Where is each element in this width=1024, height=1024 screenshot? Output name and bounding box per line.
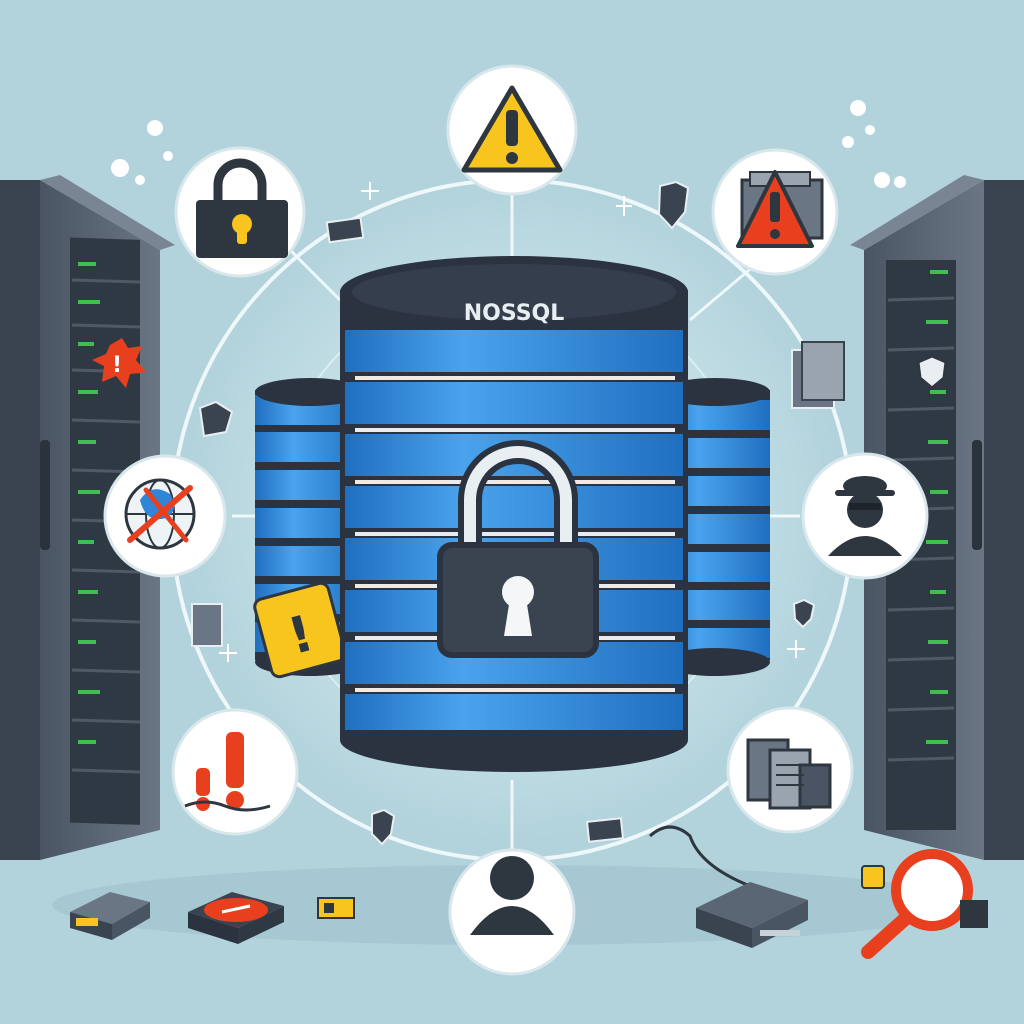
- small-chip-icon: [325, 216, 365, 244]
- padlock-icon: [196, 158, 288, 258]
- central-padlock-icon: [437, 440, 599, 658]
- small-pages-icon: [791, 341, 845, 409]
- warning-tag-icon: !: [253, 581, 347, 679]
- alert-folder-icon: [736, 170, 824, 248]
- hacker-icon: [828, 476, 902, 556]
- floor-hard-drive-icon: [70, 892, 150, 940]
- small-card-icon: [585, 817, 625, 843]
- floating-decorations: [111, 100, 906, 188]
- documents-icon: [746, 738, 832, 810]
- small-shield-icon-2: [371, 808, 396, 846]
- rack-alert-burst-icon: [92, 338, 146, 388]
- small-shield-icon: [657, 180, 690, 230]
- node-padlock: [174, 146, 306, 278]
- broken-globe-icon: [124, 478, 196, 550]
- node-exclamation: [171, 708, 299, 836]
- user-icon: [470, 856, 554, 935]
- node-alert-folder: [711, 148, 839, 276]
- svg-text:!: !: [112, 353, 122, 378]
- node-user: [448, 848, 576, 976]
- floor-router-icon: [648, 825, 808, 948]
- node-broken-globe: [103, 454, 227, 578]
- small-shield-icon-3: [792, 598, 816, 629]
- cylinder-label: NOSSQL: [464, 301, 565, 326]
- floor-red-button-icon: [188, 892, 284, 944]
- exclamation-alert-icon: [184, 732, 271, 812]
- floor-usb-icon: [317, 897, 355, 919]
- floor-coin-icon: [861, 865, 885, 889]
- magnifying-glass-icon: [861, 849, 988, 959]
- small-tag-icon: [198, 400, 234, 438]
- node-documents: [726, 706, 854, 834]
- sparkle-decorations: [219, 182, 805, 662]
- right-server-rack: [850, 175, 1024, 860]
- left-server-rack: !: [0, 175, 175, 860]
- node-warning: [446, 64, 578, 196]
- small-doc-icon: [191, 603, 223, 647]
- node-hacker: [801, 452, 929, 580]
- rack-shield-icon: [916, 354, 948, 390]
- nosql-database-cylinder: NOSSQL: [340, 256, 688, 772]
